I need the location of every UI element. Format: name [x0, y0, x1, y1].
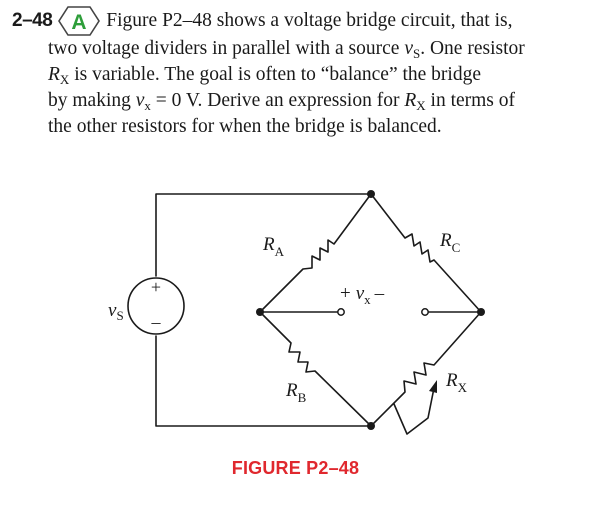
text-segment: two voltage dividers in parallel with a … [48, 38, 405, 59]
badge-letter: A [72, 11, 87, 34]
wire-top [155, 193, 372, 277]
text-segment: Figure P2–48 shows a voltage bridge circ… [106, 10, 513, 31]
text-segment: in terms of [425, 90, 516, 111]
resistor-rx [370, 311, 482, 427]
terminal-left [337, 308, 345, 316]
terminal-right [421, 308, 429, 316]
math-symbol: R [404, 90, 417, 111]
source-minus-label: – [151, 312, 162, 332]
voltage-source-symbol [127, 277, 185, 335]
problem-text-line: two voltage dividers in parallel with a … [12, 36, 584, 62]
problem-text-line: Figure P2–48 shows a voltage bridge circ… [106, 8, 512, 34]
figure-caption: FIGURE P2–48 [231, 458, 360, 478]
node-top [367, 190, 375, 198]
variable-wiper-wire [393, 387, 435, 435]
text-segment: . One resistor [420, 38, 525, 59]
math-symbol: v [404, 38, 413, 59]
node-left [256, 308, 264, 316]
wiper-arrow-icon [429, 380, 437, 393]
rc-label: RC [439, 230, 460, 255]
text-segment: by making [48, 90, 136, 111]
text-segment: is variable. The goal is often to “balan… [69, 64, 482, 85]
resistor-ra [259, 193, 372, 313]
math-symbol: v [135, 90, 145, 111]
text-segment: the other resistors for when the bridge … [48, 116, 442, 137]
problem-text-line: the other resistors for when the bridge … [12, 114, 584, 140]
resistor-rb [259, 311, 372, 427]
node-bottom [367, 422, 375, 430]
math-subscript: S [412, 46, 421, 61]
problem-number: 2–48 [12, 10, 53, 31]
problem-line-1: 2–48 A Figure P2–48 shows a voltage brid… [12, 6, 584, 36]
rb-label: RB [285, 380, 307, 405]
math-symbol: R [48, 64, 60, 85]
math-subscript: X [416, 98, 426, 113]
source-plus-label: + [151, 277, 161, 297]
node-right [477, 308, 485, 316]
problem-text-line: RX is variable. The goal is often to “ba… [12, 62, 584, 88]
resistor-rc [370, 193, 482, 313]
analysis-badge-icon: A [58, 6, 101, 36]
source-label: vS [108, 300, 124, 323]
text-segment: = 0 V. Derive an expression for [150, 90, 405, 111]
problem-text-line: by making vx = 0 V. Derive an expression… [12, 88, 584, 114]
math-subscript: X [59, 72, 70, 87]
wire-bottom [155, 335, 372, 427]
rx-label: RX [445, 370, 468, 395]
math-subscript: x [144, 98, 151, 113]
ra-label: RA [262, 234, 285, 259]
vx-label: +vx– [340, 283, 385, 307]
problem-statement: 2–48 A Figure P2–48 shows a voltage brid… [12, 6, 584, 140]
